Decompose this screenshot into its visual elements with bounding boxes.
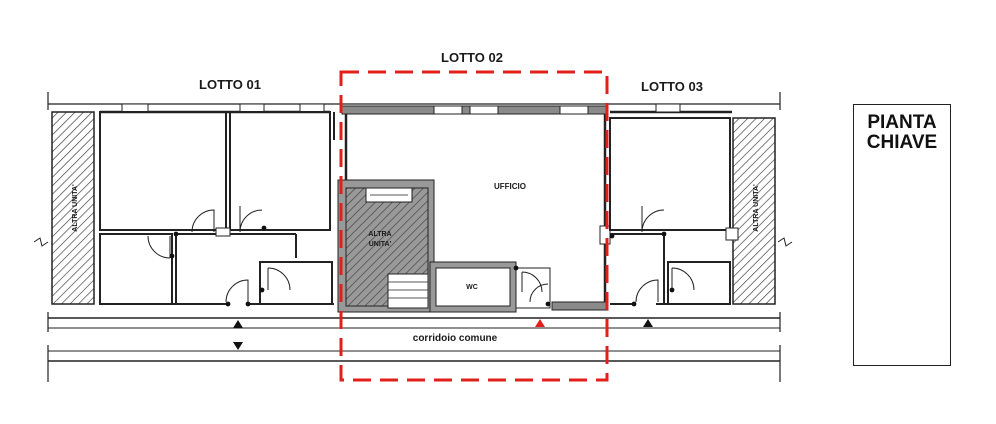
altra-unita-left-label: ALTRA UNITA'	[72, 184, 79, 232]
lotto-02-outline	[339, 70, 609, 382]
altra-unita-center-label-2: UNITA'	[369, 241, 392, 248]
altra-unita-center-label-1: ALTRA	[368, 231, 391, 238]
lotto-02-label: LOTTO 02	[441, 50, 503, 65]
key-plan-box: PIANTA CHIAVE	[853, 104, 951, 366]
entrance-arrows	[233, 319, 653, 350]
key-plan-line1: PIANTA	[867, 112, 937, 133]
lotto-03-hinges	[609, 231, 675, 307]
altra-unita-right	[732, 117, 776, 305]
lotto-02-hinges	[513, 265, 551, 307]
altra-unita-right-label: ALTRA UNITA'	[753, 184, 760, 232]
lotto-02-walls	[341, 105, 611, 311]
altra-unita-center	[337, 179, 435, 313]
lotto-03-rooms	[609, 117, 739, 305]
wc-label: WC	[466, 284, 478, 291]
lotto-03-label: LOTTO 03	[641, 79, 703, 94]
ufficio-label: UFFICIO	[494, 182, 526, 191]
altra-unita-left	[51, 111, 95, 305]
lotto-01-label: LOTTO 01	[199, 77, 261, 92]
key-plan-line2: CHIAVE	[866, 132, 938, 153]
lotto-03-doors	[635, 206, 695, 303]
wc-room	[429, 261, 551, 313]
corridoio-label: corridoio comune	[413, 333, 498, 344]
lotto-01-rooms	[99, 111, 335, 305]
key-plan-title: PIANTA CHIAVE	[854, 113, 950, 153]
break-marks	[33, 237, 793, 247]
lotto-01-hinges	[169, 225, 267, 307]
lotto-01-doors	[147, 206, 291, 303]
